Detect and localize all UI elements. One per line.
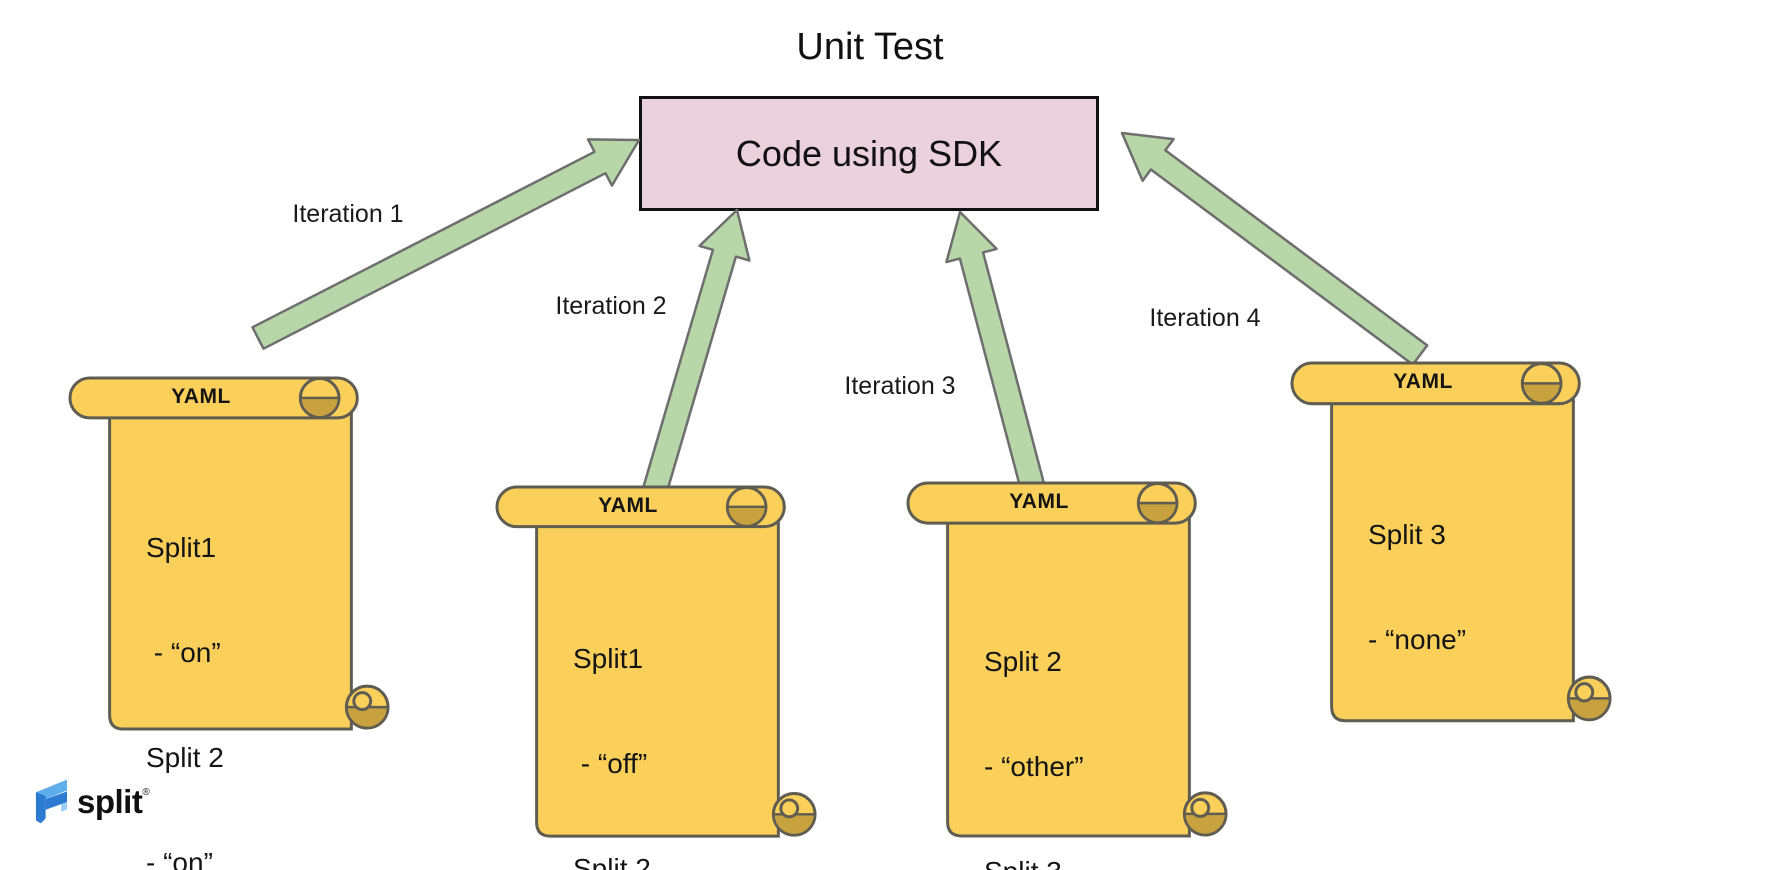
yaml-scroll-3: YAML Split 2 - “other” Split 3 - “low” xyxy=(906,481,1228,870)
scroll-content: Split1 - “on” Split 2 - “on” Split 3 - “… xyxy=(146,460,235,870)
scroll-header: YAML xyxy=(1393,370,1453,393)
split-logo: split® xyxy=(34,779,150,825)
arrow-iteration-4 xyxy=(1120,131,1429,366)
split-logo-wordmark: split® xyxy=(77,783,150,820)
scroll-shape-icon xyxy=(68,376,390,731)
sdk-box-label: Code using SDK xyxy=(735,132,1003,174)
iteration-2-label: Iteration 2 xyxy=(555,292,667,320)
scroll-shape-icon xyxy=(906,481,1228,838)
scroll-line: - “other” xyxy=(984,751,1084,782)
scroll-line: - “off” xyxy=(573,748,648,779)
scroll-line: - “on” xyxy=(146,637,221,668)
arrow-iteration-1 xyxy=(251,138,641,350)
scroll-line: Split 3 xyxy=(1368,519,1446,550)
scroll-content: Split 3 - “none” xyxy=(1368,447,1466,727)
scroll-header: YAML xyxy=(598,494,658,517)
scroll-shape-icon xyxy=(1290,361,1612,723)
yaml-scroll-1: YAML Split1 - “on” Split 2 - “on” Split … xyxy=(68,376,390,870)
arrow-iteration-2 xyxy=(642,208,751,495)
scroll-shape-icon xyxy=(495,485,817,838)
code-using-sdk-box: Code using SDK xyxy=(639,96,1099,211)
scroll-line: Split1 xyxy=(146,532,217,563)
iteration-1-label: Iteration 1 xyxy=(292,200,404,228)
scroll-line: Split 2 xyxy=(984,646,1062,677)
scroll-content: Split 2 - “other” Split 3 - “low” xyxy=(984,574,1084,870)
scroll-line: Split 2 xyxy=(146,742,224,773)
diagram-title: Unit Test xyxy=(796,26,944,68)
scroll-header: YAML xyxy=(171,385,231,408)
scroll-line: - “none” xyxy=(1368,624,1467,655)
scroll-header: YAML xyxy=(1009,490,1069,513)
split-logo-icon xyxy=(35,779,67,824)
iteration-3-label: Iteration 3 xyxy=(844,372,956,400)
trademark-symbol: ® xyxy=(142,787,150,798)
scroll-line: Split 3 xyxy=(984,854,1084,870)
scroll-line: Split1 xyxy=(573,643,644,674)
arrow-iteration-3 xyxy=(945,210,1045,490)
scroll-content: Split1 - “off” Split 2 - “off” Split 3 -… xyxy=(573,571,708,870)
iteration-4-label: Iteration 4 xyxy=(1149,304,1261,332)
yaml-scroll-4: YAML Split 3 - “none” xyxy=(1290,361,1612,737)
scroll-line: - “on” xyxy=(146,847,213,870)
yaml-scroll-2: YAML Split1 - “off” Split 2 - “off” Spli… xyxy=(495,485,817,870)
scroll-line: Split 2 xyxy=(573,853,651,870)
